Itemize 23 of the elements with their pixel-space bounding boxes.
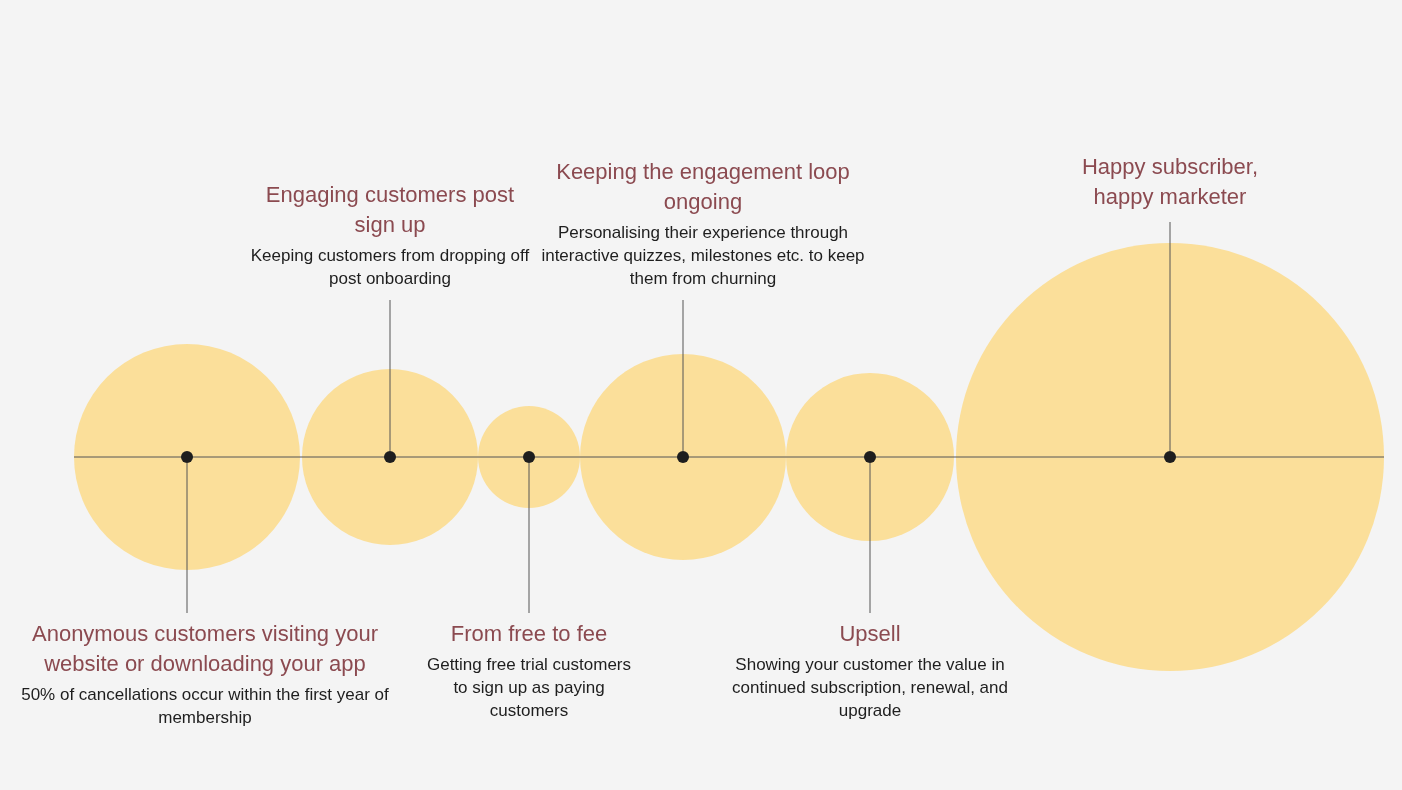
stage-heading: Upsell — [838, 620, 902, 648]
leader-line — [869, 462, 871, 614]
stage-description: Showing your customer the value in continued subscription, renewal, and upgrade — [731, 654, 1009, 722]
stage-heading: Engaging customers post sign up — [264, 181, 516, 239]
center-dot — [181, 451, 193, 463]
stage-heading: Anonymous customers visiting your website or downloading your app — [31, 620, 379, 678]
center-dot — [384, 451, 396, 463]
stage-description: Personalising their experience through interactive quizzes, milestones etc. to keep them from churning — [540, 222, 866, 290]
leader-line — [528, 462, 530, 614]
center-dot — [864, 451, 876, 463]
leader-line — [389, 299, 391, 452]
leader-line — [682, 299, 684, 452]
stage-description: Getting free trial customers to sign up as paying customers — [425, 654, 633, 722]
stage-heading: Happy subscriber, happy marketer — [1080, 153, 1260, 211]
stage-description: 50% of cancellations occur within the first year of membership — [20, 684, 390, 729]
stage-heading: From free to fee — [449, 620, 609, 648]
center-dot — [1164, 451, 1176, 463]
center-dot — [677, 451, 689, 463]
leader-line — [1169, 221, 1171, 452]
leader-line — [186, 462, 188, 614]
stage-heading: Keeping the engagement loop ongoing — [555, 158, 851, 216]
stage-description: Keeping customers from dropping off post onboarding — [249, 245, 531, 290]
center-dot — [523, 451, 535, 463]
